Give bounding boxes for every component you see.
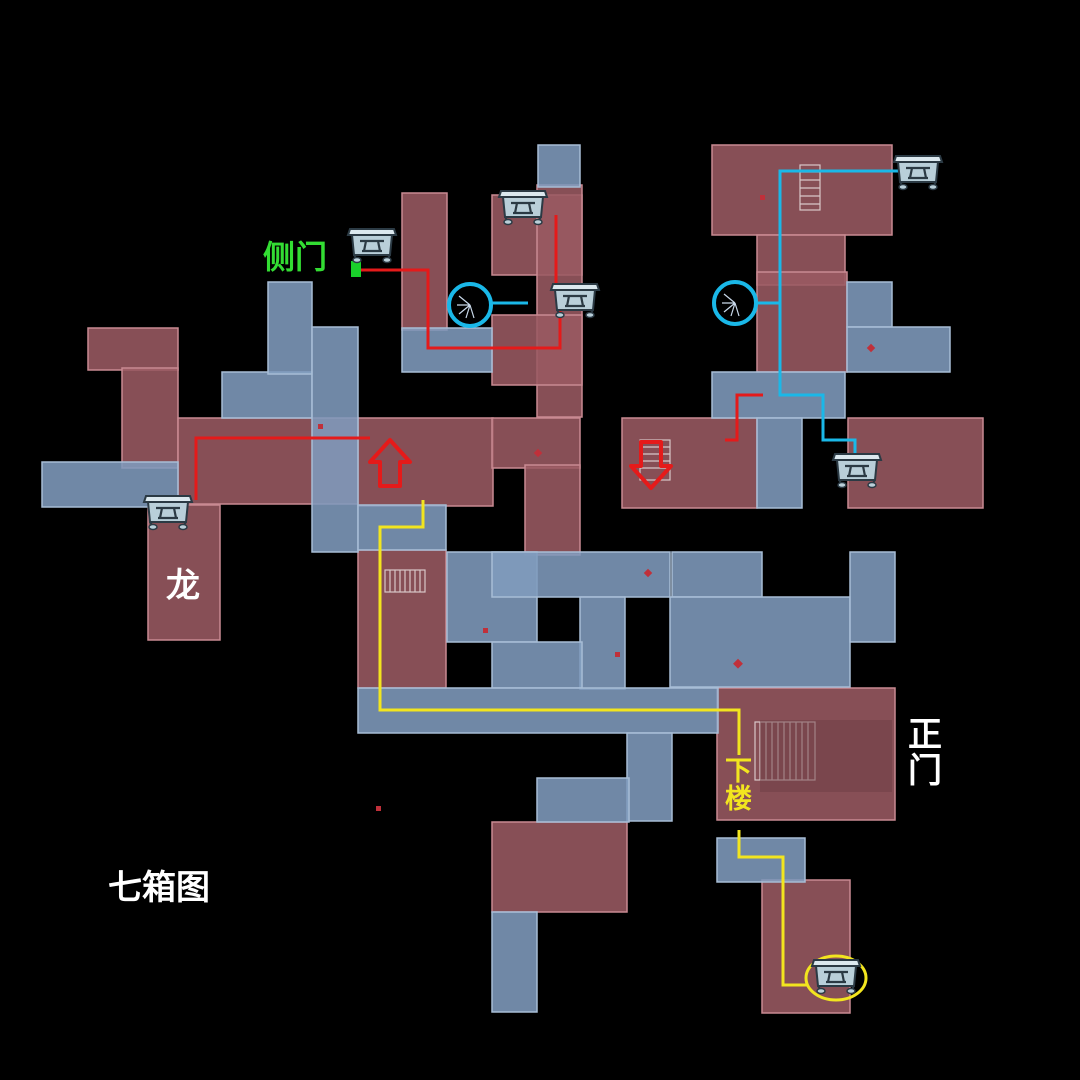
spiral-stair-icon[interactable] xyxy=(447,282,493,328)
room-blue xyxy=(671,551,763,598)
room-blue xyxy=(41,461,179,508)
yellow-route xyxy=(378,500,808,987)
side-door-label: 侧门 xyxy=(263,238,328,276)
room-red xyxy=(121,367,179,469)
room-red xyxy=(491,821,628,913)
room-blue xyxy=(579,596,626,690)
room-blue xyxy=(537,144,581,188)
dragon-label: 龙 xyxy=(166,566,200,606)
room-blue xyxy=(846,326,951,373)
treasure-chests xyxy=(142,154,944,1002)
downstairs-label-line1: 下 xyxy=(725,756,752,787)
room-blue xyxy=(491,641,583,689)
room-blue xyxy=(626,732,673,822)
room-red xyxy=(401,192,448,331)
room-red xyxy=(761,879,851,1014)
room-blue xyxy=(756,417,803,509)
blue-route xyxy=(490,169,905,462)
map-markers xyxy=(318,195,876,811)
spiral-stair-icon[interactable] xyxy=(712,280,758,326)
room-red xyxy=(524,464,581,556)
main-door-label: 正 门 xyxy=(908,715,942,791)
main-door-label-line1: 正 xyxy=(908,715,942,755)
room-red xyxy=(357,549,447,689)
treasure-chest-icon[interactable] xyxy=(804,954,868,1002)
room-blue xyxy=(491,551,671,598)
big-hall-floor xyxy=(760,720,892,792)
room-blue xyxy=(401,327,493,373)
red-route xyxy=(194,215,763,500)
main-door-label-line2: 门 xyxy=(908,750,942,791)
up-arrow-icon[interactable] xyxy=(368,438,412,488)
room-red xyxy=(621,417,758,509)
room-blue xyxy=(669,596,851,688)
room-blue xyxy=(536,777,630,823)
room-red xyxy=(87,327,179,371)
room-red xyxy=(147,504,221,641)
room-blue xyxy=(716,837,806,883)
room-red xyxy=(756,271,848,373)
room-blue xyxy=(267,281,313,375)
room-blue xyxy=(491,911,538,1013)
room-red xyxy=(491,417,581,469)
room-red xyxy=(711,144,893,236)
down-arrow-icon[interactable] xyxy=(629,440,673,490)
downstairs-label: 下 楼 xyxy=(725,756,752,816)
downstairs-label-line2: 楼 xyxy=(725,784,752,816)
map-title: 七箱图 xyxy=(108,868,210,908)
side-door-marker-icon[interactable] xyxy=(351,261,361,277)
room-blue xyxy=(221,371,313,419)
room-red xyxy=(491,314,583,386)
room-blue xyxy=(846,281,893,328)
room-blue xyxy=(849,551,896,643)
